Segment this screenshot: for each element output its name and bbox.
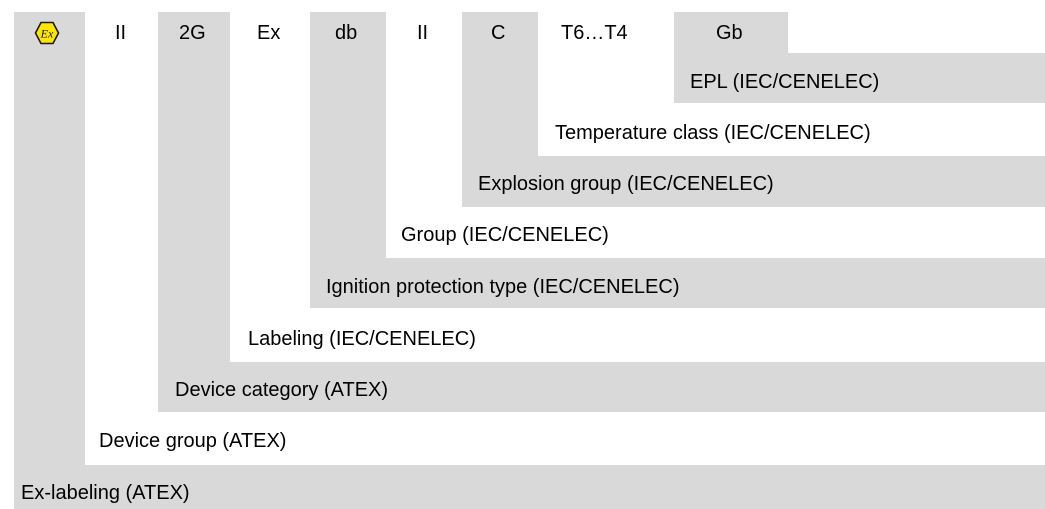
epl-bar [674, 53, 1045, 103]
code-labeling: Ex [257, 22, 281, 44]
code-temperature-class: T6…T4 [561, 22, 628, 44]
label-ex-labeling: Ex-labeling (ATEX) [21, 482, 190, 504]
label-device-group: Device group (ATEX) [99, 430, 287, 452]
ex-hexagon-shape [34, 21, 60, 45]
label-epl: EPL (IEC/CENELEC) [690, 71, 880, 93]
ex-symbol-text: Ex [40, 27, 54, 41]
code-device-group: II [115, 22, 127, 44]
ex-hexagon-icon: Ex [34, 21, 60, 45]
code-explosion-group: C [491, 22, 506, 44]
device-category-band [158, 12, 230, 412]
code-ignition-protection: db [335, 22, 358, 44]
label-explosion-group: Explosion group (IEC/CENELEC) [478, 173, 774, 195]
explosion-group-bar [462, 156, 1045, 207]
label-temperature-class: Temperature class (IEC/CENELEC) [555, 122, 871, 144]
code-group: II [417, 22, 429, 44]
label-ignition-protection-type: Ignition protection type (IEC/CENELEC) [326, 276, 680, 298]
label-group: Group (IEC/CENELEC) [401, 224, 609, 246]
label-labeling: Labeling (IEC/CENELEC) [248, 328, 476, 350]
code-epl: Gb [716, 22, 743, 44]
device-category-bar [158, 362, 1045, 412]
ex-labeling-bar [14, 465, 1045, 509]
ex-labeling-band [14, 12, 85, 509]
code-device-category: 2G [179, 22, 206, 44]
ignition-protection-bar [310, 258, 1045, 308]
label-device-category: Device category (ATEX) [175, 379, 389, 401]
